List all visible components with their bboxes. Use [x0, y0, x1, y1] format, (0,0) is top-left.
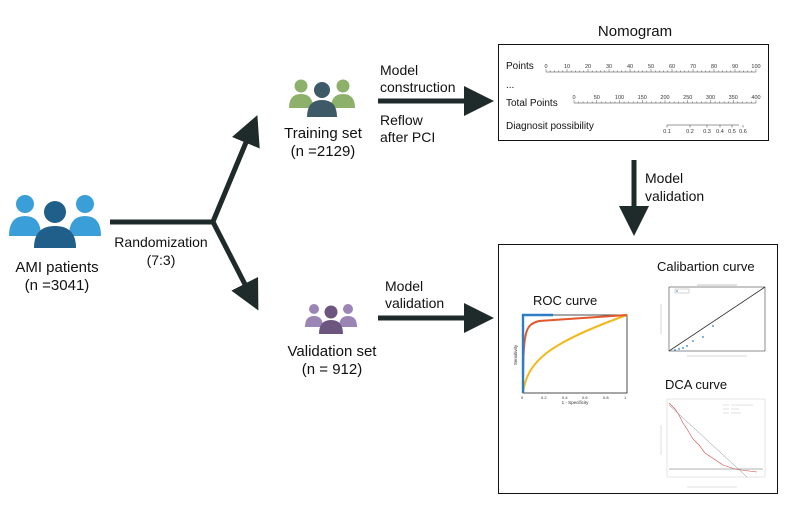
- prob-scale-tick: 0.5: [728, 129, 736, 135]
- dca-chart: [660, 398, 766, 488]
- total-scale-tick: 0: [572, 95, 575, 101]
- randomization-label: Randomization: [114, 234, 208, 250]
- points-scale-tick: 0: [544, 64, 547, 70]
- total-scale-tick: 150: [638, 95, 647, 101]
- nomogram-row-ellipsis: ...: [506, 80, 515, 91]
- calibration-chart: [660, 284, 766, 357]
- reflow-line2: after PCI: [380, 129, 436, 145]
- total-scale-tick: 250: [683, 95, 692, 101]
- arrow-to-training: [209, 115, 260, 225]
- nomogram-scales: 0 10 20 30 40 50 60 70 80 90 100 0 50 100 150 200 250 30…: [544, 64, 761, 135]
- total-scale-tick: 350: [729, 95, 738, 101]
- arrow-to-validation: [209, 218, 259, 311]
- roc-blue-curve: [521, 313, 553, 393]
- nomogram-title: Nomogram: [597, 23, 673, 40]
- training-label: Training set: [284, 125, 362, 142]
- model-validation-down-line1: Model: [645, 170, 684, 186]
- svg-text:0: 0: [521, 395, 524, 400]
- roc-ylabel: Sensitivity: [513, 344, 518, 365]
- roc-chart: 0 0.2 0.4 0.6 0.8 1 1 - Specificity Sensitiv…: [513, 313, 628, 405]
- svg-text:0.4: 0.4: [562, 395, 568, 400]
- total-scale-tick: 100: [615, 95, 624, 101]
- total-scale-tick: 200: [660, 95, 669, 101]
- nomogram-row-prob: Diagnosit possibility: [506, 121, 594, 132]
- points-scale-tick: 80: [711, 64, 717, 70]
- prob-scale-tick: 0.2: [686, 129, 694, 135]
- validation-group-icon: [305, 304, 357, 334]
- dca-all-line: [668, 404, 748, 478]
- validation-count: (n = 912): [301, 361, 363, 378]
- ami-label: AMI patients: [15, 259, 99, 276]
- svg-text:1: 1: [624, 395, 627, 400]
- dca-title: DCA curve: [665, 377, 728, 392]
- svg-text:0.8: 0.8: [603, 395, 609, 400]
- model-validation-down-line2: validation: [645, 188, 705, 204]
- points-scale: 0 10 20 30 40 50 60 70 80 90 100: [544, 64, 761, 73]
- nomogram-panel: Points ... Total Points Diagnosit possib…: [498, 44, 769, 141]
- points-scale-tick: 40: [627, 64, 633, 70]
- model-construction-line1: Model: [380, 62, 419, 78]
- svg-text:0.6: 0.6: [582, 395, 588, 400]
- roc-title: ROC curve: [533, 293, 598, 308]
- ami-count: (n =3041): [24, 277, 90, 294]
- prob-scale-tick: 0.6: [739, 129, 747, 135]
- svg-text:0.2: 0.2: [541, 395, 547, 400]
- points-scale-tick: 50: [648, 64, 654, 70]
- reflow-line1: Reflow: [380, 112, 423, 128]
- total-scale: 0 50 100 150 200 250 300 350 400: [572, 95, 761, 104]
- model-construction-line2: construction: [380, 79, 456, 95]
- points-scale-tick: 30: [606, 64, 612, 70]
- total-scale-tick: 400: [751, 95, 760, 101]
- points-scale-tick: 60: [669, 64, 675, 70]
- points-scale-tick: 10: [564, 64, 570, 70]
- training-count: (n =2129): [290, 143, 356, 160]
- randomization-ratio: (7:3): [146, 252, 176, 268]
- prob-scale-tick: 0.4: [716, 129, 724, 135]
- prob-scale-tick: 0.1: [663, 129, 671, 135]
- roc-xlabel: 1 - Specificity: [562, 400, 590, 405]
- points-scale-tick: 90: [732, 64, 738, 70]
- points-scale-tick: 100: [751, 64, 760, 70]
- calibration-title: Calibartion curve: [657, 259, 755, 274]
- total-scale-tick: 50: [594, 95, 600, 101]
- nomogram-row-points: Points: [506, 61, 534, 72]
- model-validation-right-line1: Model: [385, 278, 424, 294]
- dca-model-line: [668, 402, 758, 473]
- patients-group-icon: [9, 195, 101, 248]
- total-scale-tick: 300: [706, 95, 715, 101]
- validation-label: Validation set: [287, 343, 377, 360]
- roc-yellow-curve: [522, 314, 628, 394]
- model-validation-right-line2: validation: [385, 295, 445, 311]
- prob-scale-tick: 0.3: [703, 129, 711, 135]
- validation-panel: ROC curve 0 0.2 0.4 0.6 0.8 1 1 - Specificit…: [498, 244, 778, 494]
- nomogram-row-total: Total Points: [506, 98, 558, 109]
- points-scale-tick: 20: [585, 64, 591, 70]
- points-scale-tick: 70: [690, 64, 696, 70]
- training-group-icon: [289, 79, 355, 117]
